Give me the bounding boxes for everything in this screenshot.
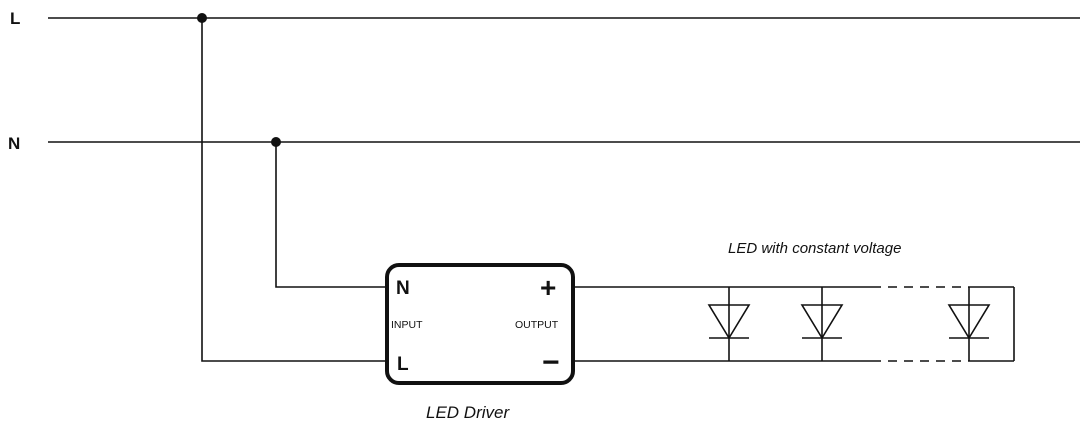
driver-output-plus: + — [540, 272, 556, 303]
line-feed-wire — [201, 18, 388, 362]
driver-input-l: L — [397, 354, 409, 375]
neutral-rail-label: N — [8, 134, 20, 153]
led-diode-1 — [707, 287, 751, 361]
led-diode-3 — [947, 287, 991, 361]
neutral-feed-wire — [275, 142, 388, 288]
driver-output-text: OUTPUT — [515, 319, 559, 331]
driver-input-text: INPUT — [391, 319, 423, 331]
driver-output-minus: − — [542, 346, 560, 379]
driver-caption: LED Driver — [426, 403, 510, 422]
led-diode-2 — [800, 287, 844, 361]
line-rail-label: L — [10, 9, 20, 28]
led-caption: LED with constant voltage — [728, 240, 901, 257]
led-driver-box — [385, 263, 575, 385]
driver-input-n: N — [396, 278, 410, 299]
